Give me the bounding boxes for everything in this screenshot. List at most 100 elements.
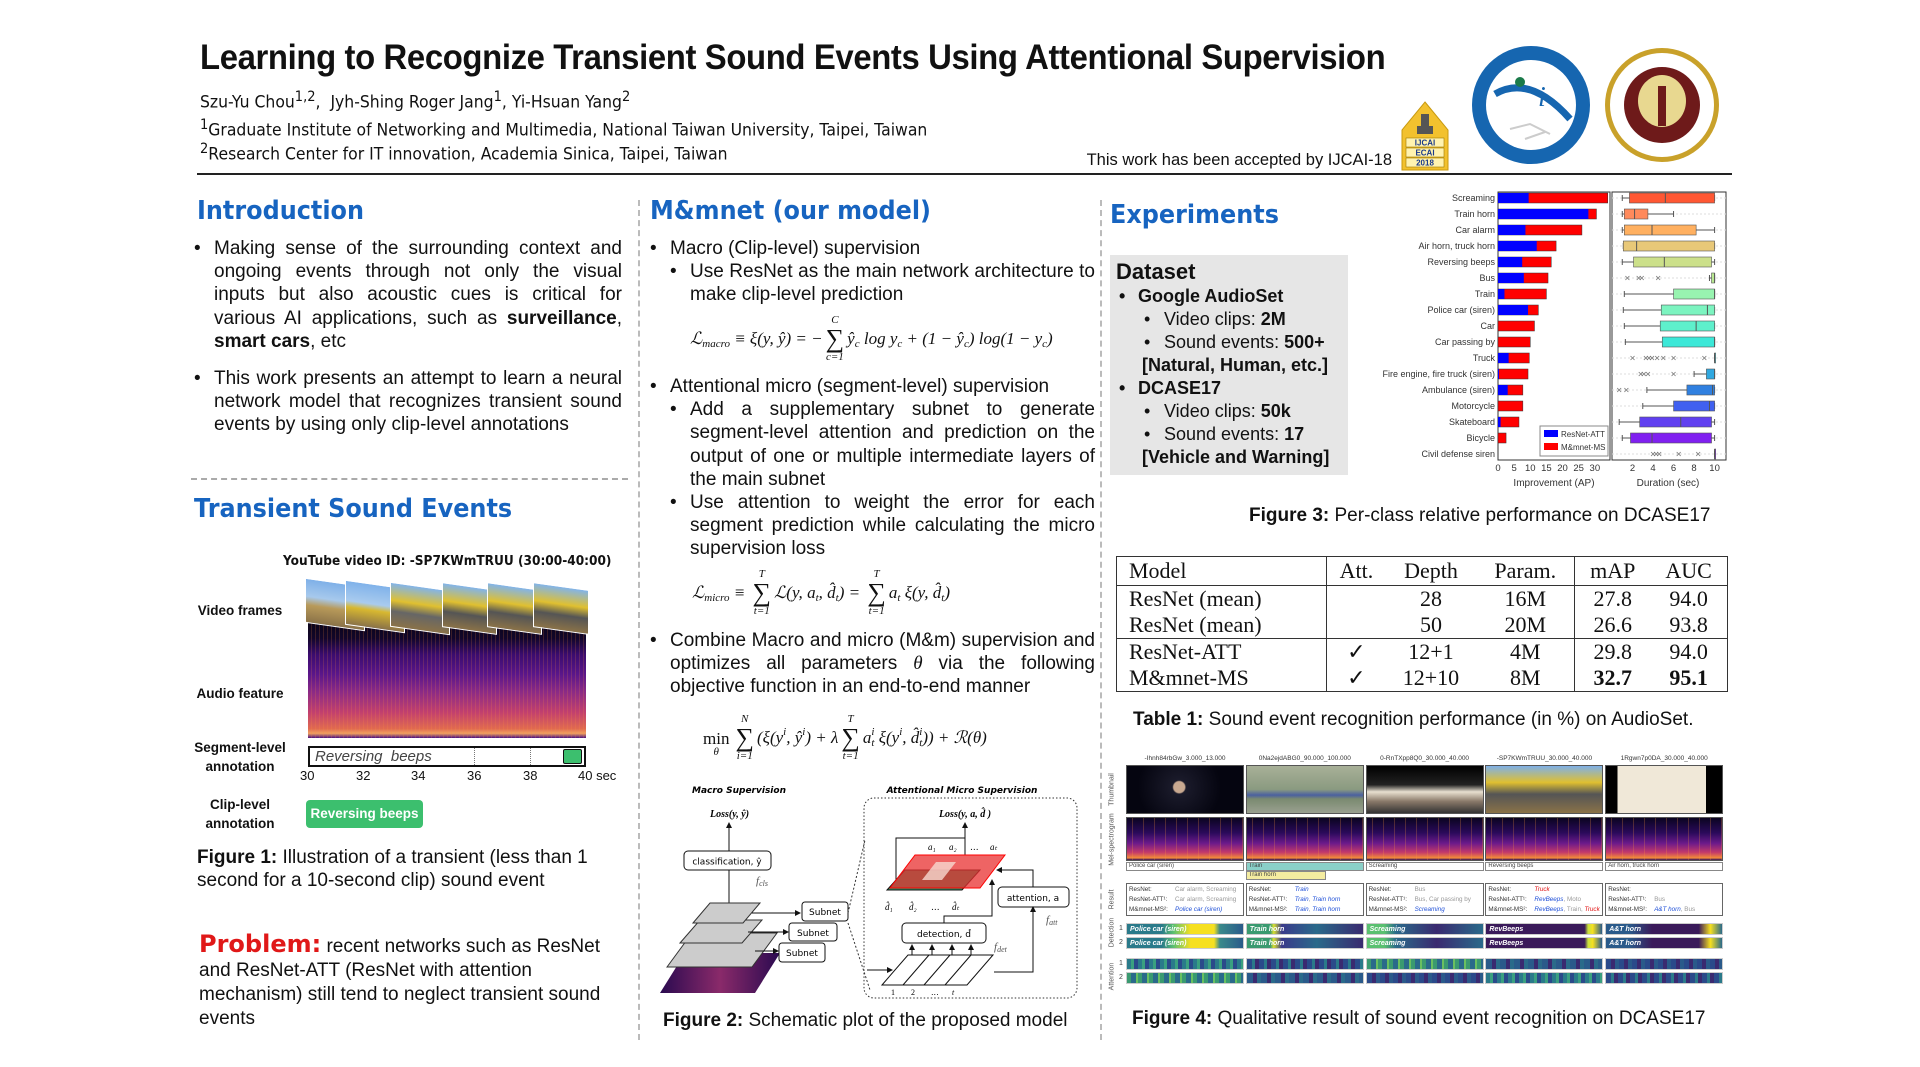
mel-spectrogram: [1605, 817, 1724, 861]
predictions: Bus: [1415, 885, 1426, 895]
ntu-logo: [1605, 48, 1719, 162]
prediction: Train: [1294, 896, 1309, 903]
dataset-box: Dataset Google AudioSet Video clips: 2M …: [1110, 255, 1348, 475]
box: [1686, 384, 1715, 396]
eq-part: i: [899, 726, 903, 738]
eq-part: ,: [818, 583, 828, 602]
row-number: 1: [1119, 960, 1123, 967]
box: [1673, 400, 1715, 412]
predictions: RevBeeps, Train, Truck: [1534, 905, 1599, 915]
col-header: Depth: [1385, 556, 1477, 586]
result-row: ResNet:Bus: [1369, 885, 1481, 895]
seg-label: 2: [911, 988, 915, 997]
category-label: Skateboard: [1449, 417, 1495, 427]
outlier-marker: [1649, 355, 1655, 361]
introduction-heading: Introduction: [197, 196, 365, 226]
author: Szu-Yu Chou: [200, 92, 295, 113]
legend-swatch: [1544, 443, 1558, 450]
aff-text: Graduate Institute of Networking and Mul…: [208, 120, 928, 141]
bar-resnet-att: [1498, 209, 1589, 219]
svg-text:2018: 2018: [1416, 159, 1434, 168]
category-label: Ambulance (siren): [1422, 385, 1495, 395]
model-label: ResNet-ATT¹:: [1488, 896, 1527, 903]
predictions: Train: [1295, 885, 1309, 895]
box: [1661, 336, 1715, 348]
prediction: Train: [1294, 906, 1309, 913]
eq-part: y: [775, 728, 784, 747]
eq-part: ) + λ: [805, 728, 839, 747]
seg-label: t: [952, 988, 955, 997]
eq-part: d̂: [932, 583, 942, 602]
accepted-note: This work has been accepted by IJCAI-18: [1086, 151, 1392, 169]
figure4-caption: Figure 4: Qualitative result of sound ev…: [1132, 1008, 1706, 1029]
transient-heading: Transient Sound Events: [194, 494, 513, 524]
eq-part: ,: [902, 728, 911, 747]
label-video-frames: Video frames: [197, 603, 283, 618]
ground-truth-label: Screaming: [1365, 862, 1484, 871]
eq-part: t: [897, 592, 901, 604]
aff-text: Research Center for IT innovation, Acade…: [208, 144, 728, 165]
model-list: Macro (Clip-level) supervision Use ResNe…: [650, 237, 1095, 307]
figure3-caption: Figure 3: Per-class relative performance…: [1249, 505, 1711, 526]
transient-segment: [563, 749, 582, 764]
box: [1633, 256, 1712, 268]
author-sup: 2: [621, 89, 631, 105]
affiliation: 2Research Center for IT innovation, Acad…: [200, 141, 728, 165]
bar-mmnet-ms: [1497, 416, 1520, 428]
row-number: 1: [1119, 925, 1123, 932]
thumbnail: [1245, 765, 1364, 814]
label-clip-annotation: Clip-level annotation: [205, 797, 275, 831]
predictions: Car alarm, Screaming: [1175, 885, 1236, 895]
x-axis-label: Improvement (AP): [1513, 478, 1594, 489]
result-row: ResNet-ATT¹:Car alarm, Screaming: [1129, 895, 1241, 905]
result-row: ResNet-ATT¹:RevBeeps, Moto: [1488, 895, 1600, 905]
model-bullet: Combine Macro and micro (M&m) supervisio…: [650, 629, 1095, 699]
x-tick-label: 2: [1630, 463, 1635, 474]
bar-resnet-att: [1498, 225, 1526, 235]
d-label: d̂₁: [885, 901, 893, 912]
seg-label: 1: [891, 988, 895, 997]
eq-part: t: [815, 592, 819, 604]
eq-part: ŷ: [956, 329, 964, 348]
bar-mmnet-ms: [1497, 288, 1547, 300]
model-list: Attentional micro (segment-level) superv…: [650, 375, 1095, 561]
prediction: Car alarm, Screaming: [1175, 886, 1237, 893]
d-label: d̂ₜ: [952, 901, 960, 912]
attention-strip: [1126, 958, 1244, 970]
result-row: ResNet-ATT¹:Bus: [1608, 895, 1720, 905]
category-label: Civil defense siren: [1421, 449, 1495, 459]
attention-strip: [1245, 972, 1364, 984]
eq-part: i: [783, 726, 787, 738]
predictions: Truck: [1534, 885, 1549, 895]
seg-label: ...: [931, 988, 939, 997]
eq-part: t=1: [868, 605, 885, 617]
result-row: M&mnet-MS²:Screaming: [1369, 905, 1481, 915]
eq-part: d̂: [827, 583, 836, 602]
classification-box: [683, 850, 772, 871]
tick: 36: [467, 768, 482, 783]
result-row: ResNet:Train: [1249, 885, 1361, 895]
eq-part: θ: [713, 745, 719, 758]
subnet-box: [788, 922, 838, 942]
detection-strip: RevBeeps: [1485, 937, 1604, 949]
x-tick-label: 8: [1691, 463, 1696, 474]
thumbnail: [1365, 765, 1484, 814]
eq-part: t: [941, 582, 944, 604]
ground-truth-label: Train: [1245, 862, 1364, 871]
dataset-audioset: Google AudioSet: [1116, 285, 1342, 308]
sinica-citi-logo: i: [1472, 46, 1590, 164]
attention-strip: [1605, 958, 1724, 970]
clip-title: 0-RnTXpp8Q0_30.000_40.000: [1380, 755, 1470, 762]
loss-macro: Loss(y, ŷ): [709, 809, 749, 820]
eq-part: micro: [704, 582, 729, 604]
author: Yi-Hsuan Yang: [511, 92, 622, 113]
result-row: ResNet-ATT¹:Bus, Car passing by: [1369, 895, 1481, 905]
detection-strip: A&T horn: [1605, 923, 1724, 935]
micro-supervision-frame: [863, 797, 1078, 999]
layer: [691, 902, 762, 924]
x-tick-label: 4: [1650, 463, 1655, 474]
